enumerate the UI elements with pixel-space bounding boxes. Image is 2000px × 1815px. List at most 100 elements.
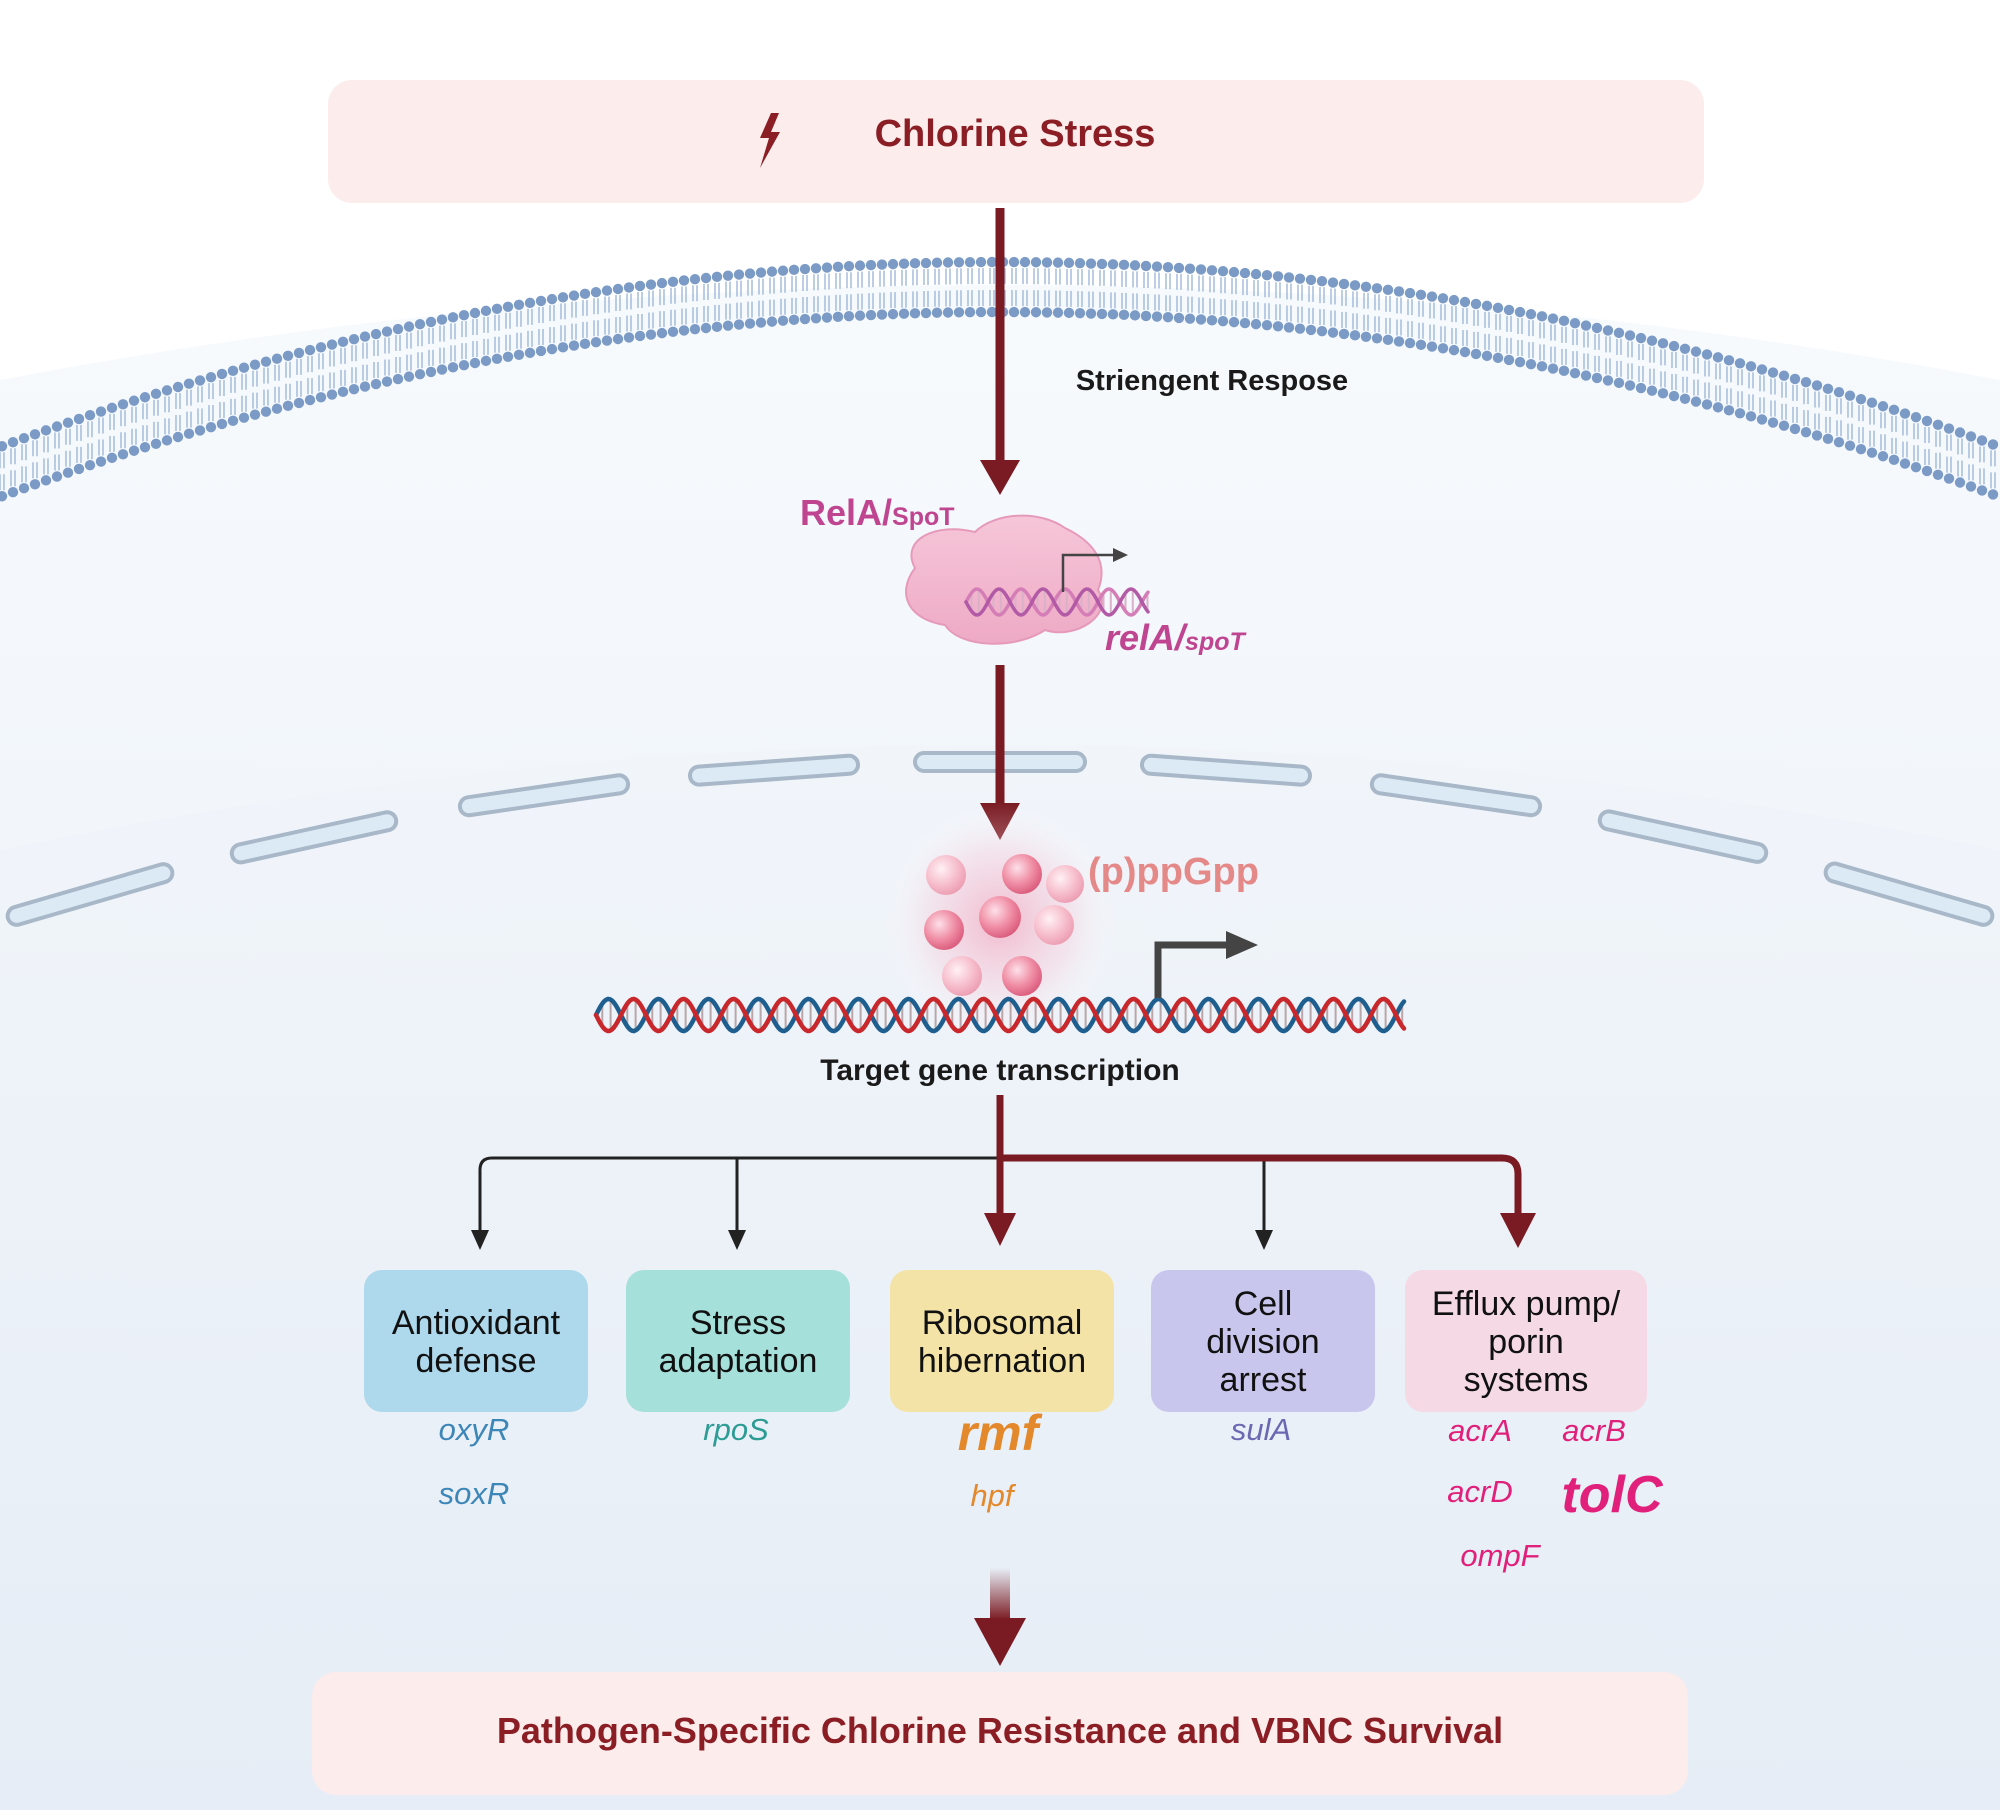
lipid-head <box>1646 385 1658 396</box>
lipid-head <box>106 452 118 464</box>
lipid-head <box>1965 431 1977 442</box>
lipid-head <box>1877 401 1889 412</box>
lipid-head <box>1767 367 1779 378</box>
rela-gene-dna <box>964 587 1150 617</box>
lipid-head <box>1987 439 1999 450</box>
ppgpp-molecule <box>1002 854 1042 894</box>
lipid-head <box>469 307 481 319</box>
lipid-head <box>667 326 679 337</box>
lipid-head <box>1943 473 1955 484</box>
lipid-head <box>579 288 591 300</box>
lipid-head <box>1239 267 1251 279</box>
lipid-head <box>1635 332 1647 344</box>
lipid-head <box>1756 414 1768 425</box>
lipid-head <box>1723 405 1735 416</box>
rela-spot-protein <box>905 514 1104 645</box>
box-efflux-line: Efflux pump/ <box>1432 1285 1621 1323</box>
lipid-head <box>1030 307 1042 318</box>
ppgpp-molecule <box>942 956 982 996</box>
lipid-head <box>1316 325 1328 337</box>
lipid-head <box>546 293 558 305</box>
lipid-head <box>535 295 547 307</box>
lipid-head <box>568 340 580 351</box>
lipid-head <box>1987 489 1999 500</box>
lipid-head <box>1580 320 1592 331</box>
lipid-head <box>755 317 767 328</box>
lipid-head <box>40 475 52 486</box>
lipid-head <box>73 413 85 425</box>
lipid-head <box>491 353 503 365</box>
lipid-head <box>711 271 723 283</box>
lipid-head <box>458 359 470 371</box>
lipid-head <box>1569 317 1581 329</box>
lipid-head <box>920 257 932 269</box>
lipid-head <box>1866 397 1878 408</box>
lipid-head <box>1855 443 1867 455</box>
lipid-head <box>1745 411 1757 422</box>
lipid-head <box>1910 412 1922 423</box>
lipid-head <box>722 270 734 281</box>
lipid-head <box>1525 308 1537 320</box>
lipid-head <box>909 258 921 269</box>
box-antioxidant-line: defense <box>416 1342 537 1380</box>
lipid-head <box>832 261 844 273</box>
lipid-head <box>1096 258 1108 270</box>
lipid-head <box>821 262 833 273</box>
lipid-head <box>612 283 624 295</box>
lipid-head <box>1536 361 1548 372</box>
lipid-head <box>150 388 162 399</box>
lipid-head <box>7 487 19 498</box>
lipid-head <box>634 280 646 292</box>
lipid-head <box>51 471 63 482</box>
lipid-head <box>381 326 393 337</box>
ppgpp-molecule <box>924 910 964 950</box>
gene-soxR: soxR <box>439 1476 510 1511</box>
lipid-head <box>1822 433 1834 445</box>
lipid-head <box>183 428 195 439</box>
boundary-segment <box>1369 773 1543 818</box>
lipid-head <box>1800 426 1812 438</box>
lipid-head <box>1316 275 1328 287</box>
lipid-head <box>1712 402 1724 413</box>
lipid-head <box>1118 309 1130 321</box>
lipid-head <box>480 355 492 367</box>
lipid-head <box>271 353 283 364</box>
lipid-head <box>1085 308 1097 319</box>
lipid-head <box>172 431 184 443</box>
lipid-head <box>1602 375 1614 386</box>
lipid-head <box>590 336 602 348</box>
lightning-bolt-icon <box>760 113 780 168</box>
lipid-head <box>271 403 283 414</box>
lipid-head <box>51 421 63 432</box>
lipid-head <box>1899 458 1911 469</box>
lipid-head <box>788 314 800 326</box>
lipid-head <box>1481 300 1493 312</box>
lipid-head <box>942 257 954 268</box>
lipid-head <box>1162 312 1174 323</box>
protein-label-sub: SpoT <box>892 503 955 531</box>
lipid-head <box>1624 380 1636 391</box>
lipid-head <box>953 257 965 268</box>
lipid-head <box>711 321 723 333</box>
lipid-head <box>326 339 338 350</box>
lipid-head <box>425 316 437 328</box>
lipid-head <box>1514 356 1526 368</box>
lipid-head <box>1173 312 1185 324</box>
lipid-head <box>1602 325 1614 336</box>
lipid-head <box>623 282 635 293</box>
lipid-head <box>1052 257 1064 268</box>
lipid-head <box>931 307 943 318</box>
final-arrow <box>974 1568 1026 1666</box>
lipid-head <box>326 389 338 400</box>
lipid-head <box>1503 354 1515 366</box>
category-boxes: AntioxidantdefenseoxyRsoxRStressadaptati… <box>364 1270 1664 1573</box>
transcription-start-arrow <box>1154 931 1258 998</box>
lipid-head <box>1481 350 1493 362</box>
lipid-head <box>1470 348 1482 360</box>
lipid-head <box>1745 361 1757 372</box>
lipid-head <box>491 303 503 315</box>
lipid-head <box>403 371 415 382</box>
lipid-head <box>678 275 690 286</box>
lipid-head <box>1624 330 1636 341</box>
